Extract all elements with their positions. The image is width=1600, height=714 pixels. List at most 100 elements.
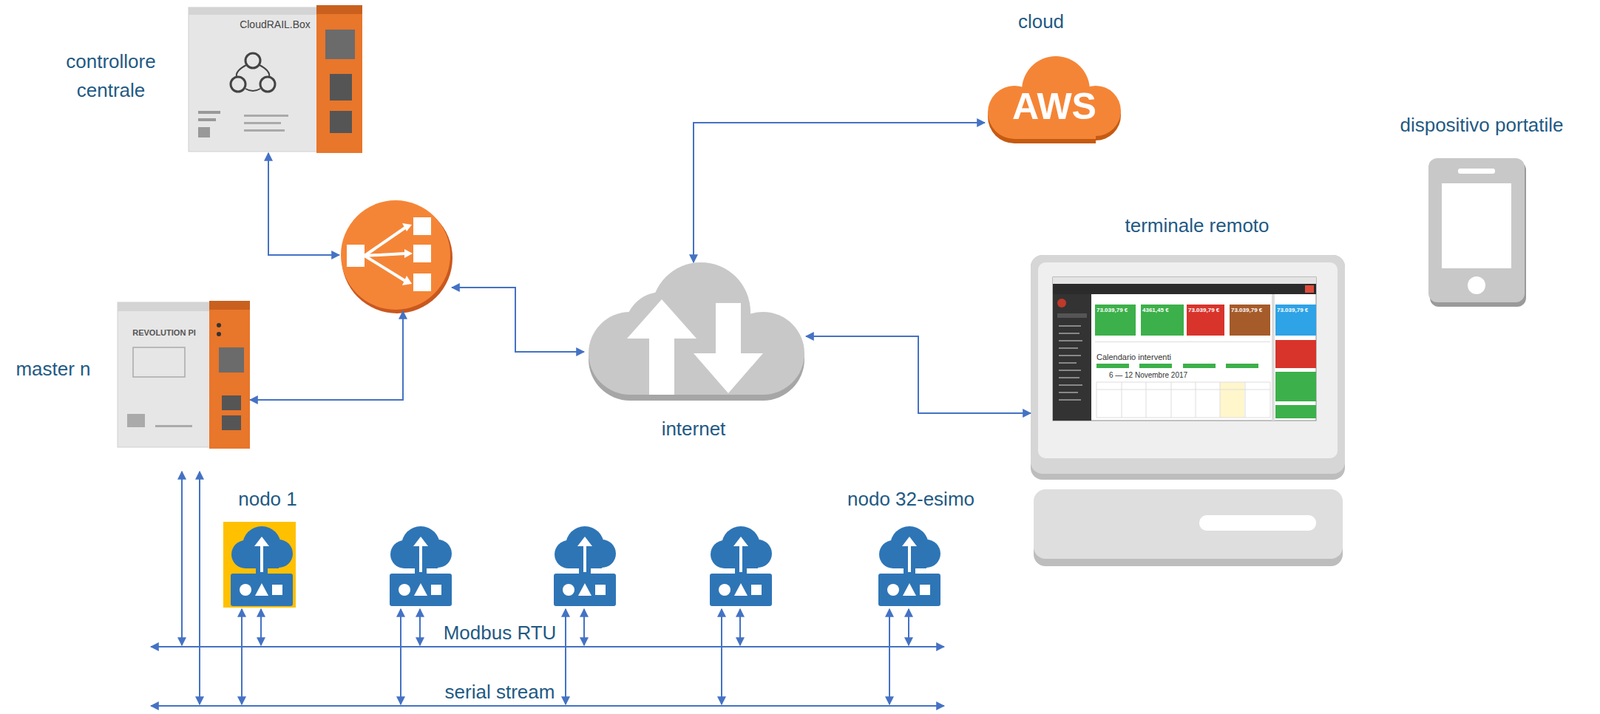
diagram-node: master n — [117, 300, 250, 449]
connector-arrow — [268, 153, 340, 256]
load-balancer-icon-part — [364, 227, 406, 281]
bus-wiring-part — [907, 609, 910, 646]
node-label: cloud — [1018, 11, 1064, 34]
phone-icon-part — [1428, 158, 1525, 303]
monitor-icon-part — [1095, 304, 1136, 336]
node-label: dispositivo portatile — [1399, 114, 1564, 137]
monitor-icon-part — [1271, 294, 1275, 421]
screen-heading: Calendario interventi — [1096, 352, 1172, 363]
monitor-icon-part — [1058, 399, 1081, 401]
screen-date: 6 — 12 Novembre 2017 — [1109, 371, 1188, 381]
internet-cloud-part — [626, 299, 697, 395]
bus-wiring-part — [150, 705, 945, 707]
cloudrail-box-device — [188, 5, 363, 154]
cloudrail-box-device-part — [198, 127, 210, 138]
device-label: REVOLUTION PI — [132, 328, 196, 338]
connector-arrow — [805, 336, 1031, 414]
bus-wiring-part — [400, 609, 402, 705]
monitor-icon — [1030, 255, 1345, 567]
monitor-icon-part — [1229, 304, 1271, 336]
bus-wiring-part — [583, 609, 585, 646]
cloudrail-box-device-part — [198, 118, 216, 122]
cloudrail-box-device-part — [260, 76, 276, 92]
load-balancer-icon-part — [340, 200, 451, 310]
monitor-icon-part — [1057, 298, 1067, 308]
monitor-icon-part — [1096, 382, 1271, 418]
cloudrail-box-device-part — [188, 7, 318, 15]
monitor-icon-part — [1057, 313, 1087, 318]
load-balancer-icon — [340, 200, 453, 314]
load-balancer-icon-part — [346, 244, 365, 267]
cloudrail-box-device-part — [245, 53, 261, 69]
field-nodes-part — [389, 526, 452, 607]
revolution-pi-device-part — [155, 425, 193, 428]
monitor-icon-part — [1058, 332, 1080, 335]
revolution-pi-device-part — [117, 302, 211, 448]
revolution-pi-device-part — [127, 414, 145, 428]
tile-value: 73.039,79 € — [1231, 306, 1263, 314]
node-label: controllore centrale — [44, 47, 178, 105]
monitor-icon-part — [1030, 255, 1345, 474]
load-balancer-icon-part — [413, 244, 432, 263]
cloudrail-box-device-part — [230, 76, 246, 92]
bus-wiring-part — [720, 609, 723, 705]
load-balancer-icon-part — [413, 273, 432, 292]
cloudrail-box-device-part — [329, 73, 352, 101]
tile-value: 4361,45 € — [1142, 306, 1169, 314]
monitor-icon-part — [1058, 347, 1079, 349]
bus-wiring-part — [419, 609, 421, 646]
cloudrail-box-device-part — [198, 110, 221, 114]
phone-icon-part — [1467, 276, 1486, 295]
diagram-node: dispositivo portatile — [1428, 158, 1525, 304]
node-label: master n — [15, 358, 91, 381]
bus-wiring-part — [198, 471, 201, 705]
phone-icon-part — [1458, 168, 1496, 174]
monitor-icon-part — [1225, 363, 1259, 369]
monitor-icon-part — [1275, 304, 1317, 336]
connector-arrow — [693, 122, 985, 263]
monitor-icon-part — [1096, 363, 1130, 369]
monitor-icon-part — [1058, 340, 1083, 342]
cloudrail-box-device-part — [325, 29, 355, 60]
monitor-icon-part — [1275, 371, 1317, 402]
aws-cloud — [987, 56, 1121, 144]
node-label: internet — [661, 418, 727, 441]
diagram-node — [339, 198, 452, 312]
load-balancer-icon-part — [402, 275, 412, 286]
connector-arrow — [249, 311, 403, 400]
bus-wiring-part — [181, 471, 183, 646]
monitor-icon-part — [1139, 363, 1172, 369]
bus-label: serial stream — [442, 681, 559, 704]
node-label: nodo 1 — [238, 488, 298, 511]
monitor-icon-part — [1058, 325, 1081, 327]
revolution-pi-device-part — [216, 331, 222, 337]
internet-cloud — [588, 262, 805, 401]
cloudrail-box-device-part — [329, 110, 352, 134]
monitor-icon-part — [1058, 391, 1079, 394]
load-balancer-icon-part — [402, 223, 412, 232]
monitor-icon-part — [1186, 304, 1225, 336]
diagram-node: terminale remoto — [1030, 255, 1345, 567]
monitor-icon-part — [1030, 255, 1345, 480]
diagram-node: cloudAWS — [984, 56, 1123, 143]
cloudrail-box-device-part — [243, 121, 281, 125]
bus-wiring — [150, 471, 945, 707]
phone-icon-part — [1441, 183, 1512, 269]
field-nodes-part — [709, 526, 772, 607]
tile-value: 73.039,79 € — [1276, 306, 1308, 314]
monitor-icon-part — [1219, 382, 1245, 418]
phone-icon — [1428, 158, 1527, 307]
monitor-icon-part — [1058, 354, 1081, 357]
cloudrail-box-device-part — [188, 7, 318, 152]
bus-wiring-part — [888, 609, 891, 705]
monitor-icon-part — [1304, 285, 1314, 293]
connector-arrow — [451, 287, 585, 352]
cloudrail-box-device-part — [316, 5, 363, 15]
cloudrail-box-device-part — [316, 5, 363, 154]
diagram-node: nodo 1 — [224, 522, 296, 608]
load-balancer-icon-part — [413, 217, 432, 236]
revolution-pi-device-part — [209, 300, 250, 449]
monitor-icon-part — [1058, 369, 1081, 372]
